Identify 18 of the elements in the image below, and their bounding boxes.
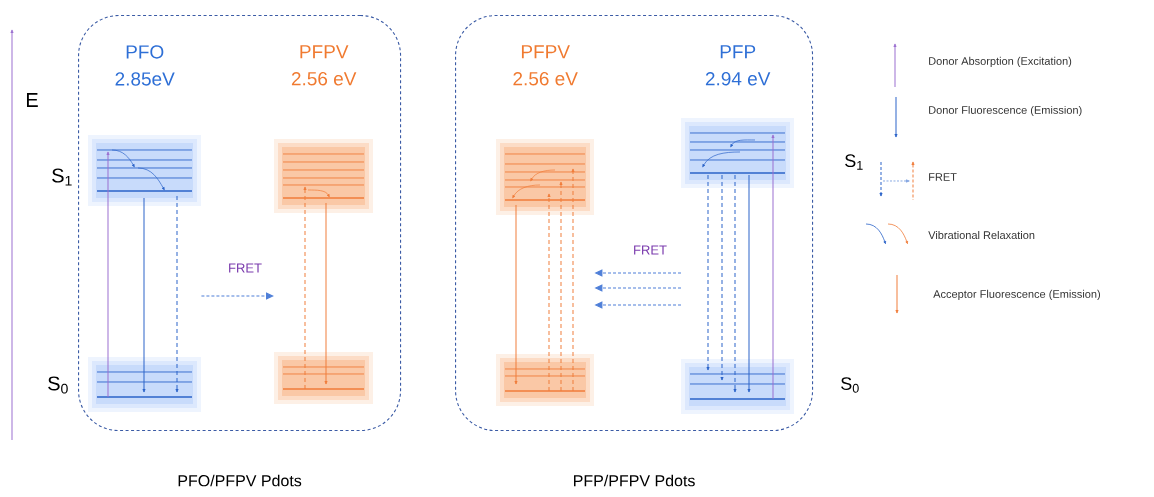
column-heading: PFPV 2.56 eV <box>513 45 578 86</box>
column-heading: PFO 2.85eV <box>115 45 175 86</box>
column-heading: PFPV 2.56 eV <box>291 45 357 86</box>
legend-text: Acceptor Fluorescence (Emission) <box>933 289 1100 301</box>
column-heading: PFP 2.94 eV <box>705 45 771 86</box>
legend-text: Vibrational Relaxation <box>928 230 1035 240</box>
edge-label: FRET <box>632 244 668 256</box>
state-label: S$_{0}$ <box>841 377 859 393</box>
legend-text: FRET <box>929 173 957 181</box>
state-label: S$_{1}$ <box>845 154 863 170</box>
node-label: PFP/PFPV Pdots <box>574 474 695 487</box>
legend-text: Donor Fluorescence (Emission) <box>929 105 1082 117</box>
edge-label: FRET <box>227 262 263 274</box>
axis-label: E <box>27 93 38 107</box>
state-label: S$_{0}$ <box>48 376 68 394</box>
node-label: PFO/PFPV Pdots <box>178 474 302 487</box>
legend-text: Donor Absorption (Excitation) <box>929 56 1072 68</box>
fret-arrow <box>200 292 274 300</box>
